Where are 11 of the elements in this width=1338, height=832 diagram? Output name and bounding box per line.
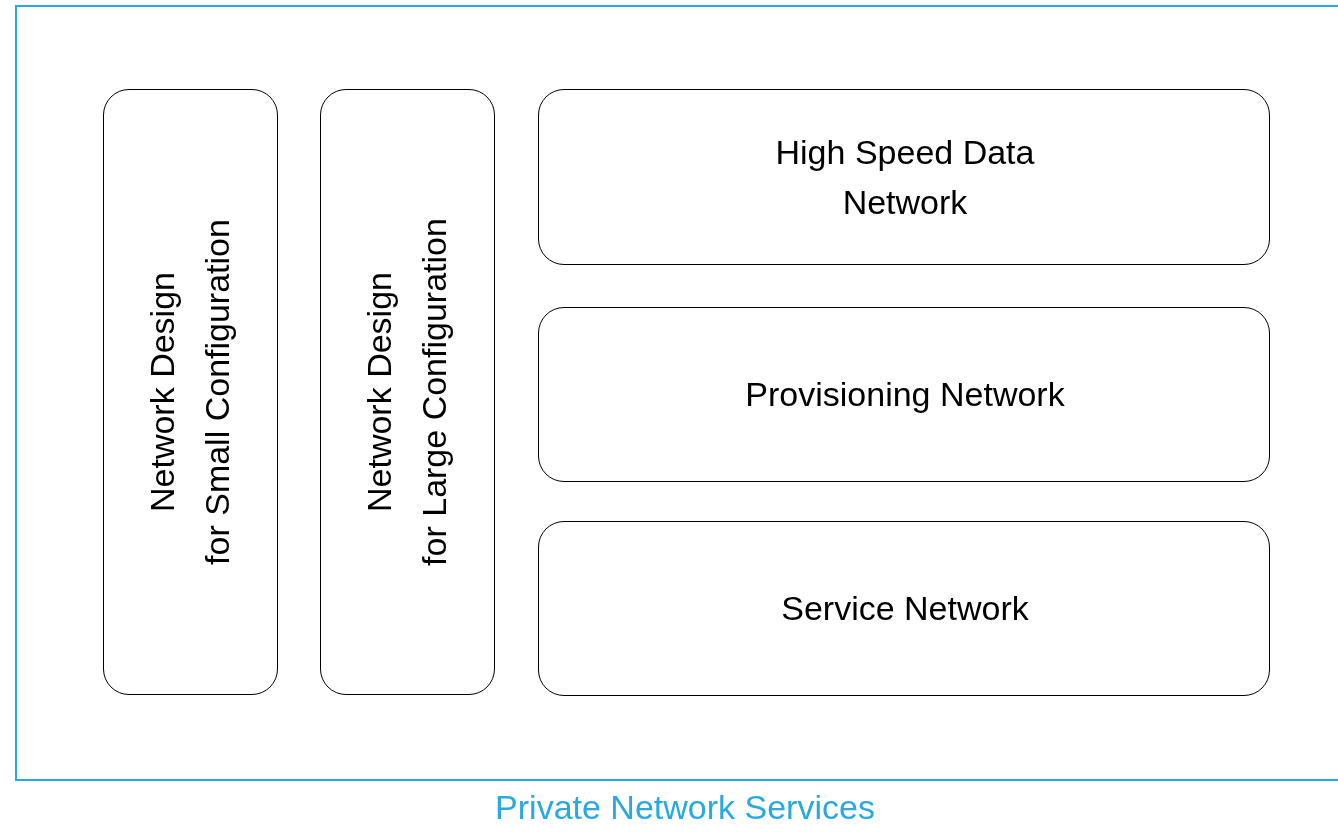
- box-label: Provisioning Network: [744, 374, 1066, 415]
- network-box: [538, 521, 1270, 696]
- box-label: Network Design for Small Configuration: [142, 217, 237, 567]
- group-title: Private Network Services: [494, 787, 876, 828]
- box-label: Network Design for Large Configuration: [359, 216, 454, 568]
- network-box: [538, 89, 1270, 265]
- network-box: [320, 89, 495, 695]
- network-box: [103, 89, 278, 695]
- network-box: [538, 307, 1270, 482]
- box-label: Service Network: [780, 588, 1030, 629]
- box-label: High Speed Data Network: [774, 131, 1036, 223]
